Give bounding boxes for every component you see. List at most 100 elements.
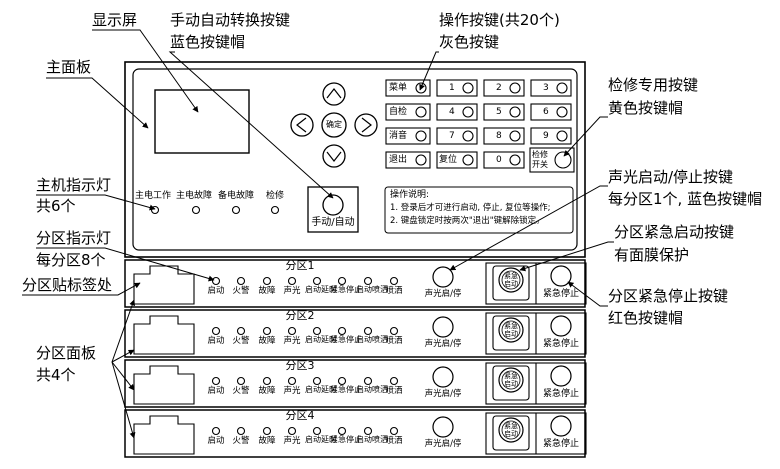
- zone-3-led-4: [287, 376, 297, 386]
- callout-display: 显示屏: [92, 11, 138, 29]
- digit-key-0[interactable]: [483, 151, 525, 169]
- zone-2-frame: [124, 309, 586, 358]
- zone-3-estart-button[interactable]: [498, 367, 524, 393]
- digit-key-4-dot: [462, 106, 474, 118]
- digit-key-1[interactable]: [436, 79, 478, 97]
- zone-2-led-label-6-text: 紧急停止: [330, 335, 362, 344]
- zone-4-estop-button[interactable]: [550, 415, 572, 437]
- func-key-selftest-label: 自检: [389, 107, 408, 117]
- digit-key-7[interactable]: [436, 127, 478, 145]
- zone-2-led-3: [262, 326, 272, 336]
- leader-zone-panel-3: [111, 361, 135, 391]
- zone-2-led-label-8: 喷洒: [385, 336, 403, 346]
- func-key-3[interactable]: [385, 127, 431, 145]
- zone-2-led-5: [312, 326, 322, 336]
- zone-3-sound-label: 声光启/停: [424, 389, 462, 399]
- leader-host-led: [36, 194, 156, 211]
- digit-key-5[interactable]: [483, 103, 525, 121]
- zone-3-estop-button[interactable]: [550, 365, 572, 387]
- zone-4-led-label-7-text: 启动喷洒: [356, 435, 388, 444]
- zone-1-sound-label: 声光启/停: [424, 289, 462, 299]
- func-key-4[interactable]: [385, 151, 431, 169]
- func-key-1[interactable]: [385, 79, 431, 97]
- zone-3-led-label-3: 故障: [258, 386, 276, 396]
- zone-1-led-3: [262, 276, 272, 286]
- zone-1-led-label-2: 火警: [232, 286, 250, 296]
- zone-3-estop-label: 紧急停止: [542, 389, 579, 399]
- zone-panel-2: [124, 309, 587, 358]
- host-led-3: [231, 205, 241, 215]
- zone-2-sound-button[interactable]: [432, 316, 454, 338]
- zone-2-estop-button[interactable]: [550, 315, 572, 337]
- func-key-exit-label: 退出: [389, 155, 408, 165]
- zone-3-led-label-6: 紧急停止: [330, 385, 362, 394]
- zone-3-led-label-2: 火警: [232, 386, 250, 396]
- zone-4-led-2: [236, 426, 246, 436]
- zone-1-led-8: [389, 276, 399, 286]
- nav-right-key[interactable]: [354, 113, 378, 137]
- digit-key-4[interactable]: [436, 103, 478, 121]
- maint-key[interactable]: [529, 147, 575, 173]
- digit-key-0-dot: [509, 154, 521, 166]
- reset-key[interactable]: [436, 151, 478, 169]
- callout-zone-estart-1: 分区紧急启动按键: [614, 223, 735, 241]
- zone-1-cover: [492, 265, 530, 301]
- callout-zone-estop-2: 红色按键帽: [608, 309, 684, 327]
- zone-1-estop-label: 紧急停止: [542, 289, 579, 299]
- zone-1-title: 分区1: [285, 259, 315, 272]
- host-led-label-4: 检修: [266, 191, 285, 201]
- zone-2-sound-label: 声光启/停: [424, 339, 462, 349]
- digit-4-label: 4: [449, 107, 455, 117]
- zone-3-led-label-5-text: 启动延时: [305, 385, 337, 394]
- callout-host-led-2: 共6个: [36, 197, 76, 215]
- zone-4-led-label-6: 紧急停止: [330, 435, 362, 444]
- nav-ok-label: 确定: [326, 120, 342, 129]
- zone-1-estop-button[interactable]: [550, 265, 572, 287]
- zone-1-sound-button[interactable]: [432, 266, 454, 288]
- zone-4-sound-label: 声光启/停: [424, 439, 462, 449]
- zone-2-led-6: [337, 326, 347, 336]
- digit-key-3-dot: [556, 82, 568, 94]
- digit-key-3[interactable]: [530, 79, 572, 97]
- nav-ok-key[interactable]: [321, 112, 347, 138]
- digit-key-5-dot: [509, 106, 521, 118]
- func-key-2[interactable]: [385, 103, 431, 121]
- instructions-line2: 2. 键盘锁定时按两次"退出"键解除锁定。: [390, 216, 545, 226]
- zone-1-estart-button[interactable]: [498, 267, 524, 293]
- digit-key-6[interactable]: [530, 103, 572, 121]
- zone-2-led-label-5: 启动延时: [305, 335, 337, 344]
- zone-4-led-label-4: 声光: [283, 436, 301, 446]
- zone-2-estop-label: 紧急停止: [542, 339, 579, 349]
- main-panel-frame: [124, 61, 586, 258]
- nav-left-key[interactable]: [290, 113, 314, 137]
- zone-3-title: 分区3: [285, 359, 315, 372]
- digit-key-2[interactable]: [483, 79, 525, 97]
- zone-4-estart-button[interactable]: [498, 417, 524, 443]
- zone-3-led-label-7-text: 启动喷洒: [356, 385, 388, 394]
- nav-pad[interactable]: [290, 82, 378, 168]
- func-key-1-dot: [415, 82, 427, 94]
- digit-3-label: 3: [543, 83, 549, 93]
- zone-3-led-3: [262, 376, 272, 386]
- digit-key-8[interactable]: [483, 127, 525, 145]
- nav-down-key[interactable]: [322, 144, 346, 168]
- digit-key-9[interactable]: [530, 127, 572, 145]
- zone-4-sound-button[interactable]: [432, 416, 454, 438]
- digit-8-label: 8: [496, 131, 502, 141]
- zone-3-label-slot: [133, 365, 195, 405]
- zone-4-led-8: [389, 426, 399, 436]
- zone-2-estart-button[interactable]: [498, 317, 524, 343]
- zone-2-led-label-5-text: 启动延时: [305, 335, 337, 344]
- zone-1-led-4: [287, 276, 297, 286]
- zone-2-led-8: [389, 326, 399, 336]
- callout-manual-auto-2: 蓝色按键帽: [170, 33, 246, 51]
- main-panel-inner: [132, 68, 578, 251]
- zone-1-led-label-8: 喷洒: [385, 286, 403, 296]
- zone-4-led-4: [287, 426, 297, 436]
- zone-4-frame: [124, 409, 586, 458]
- nav-up-key[interactable]: [322, 82, 346, 106]
- zone-3-sound-button[interactable]: [432, 366, 454, 388]
- zone-2-cover: [492, 315, 530, 351]
- callout-maint-2: 黄色按键帽: [608, 99, 684, 117]
